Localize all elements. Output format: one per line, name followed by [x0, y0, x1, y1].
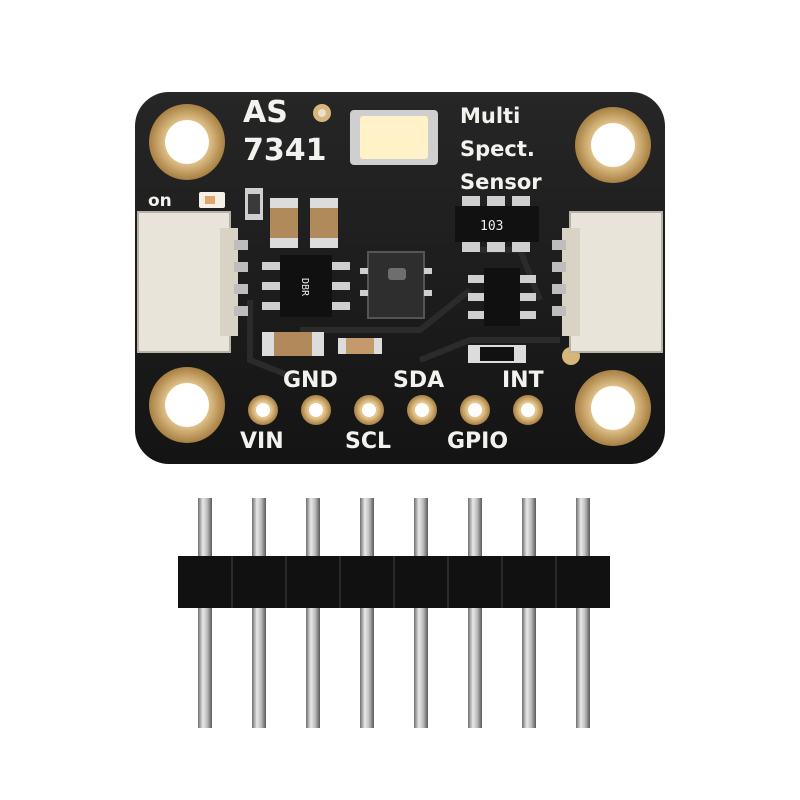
stemma-connector-left	[137, 211, 248, 353]
pin-label-gpio: GPIO	[447, 429, 508, 454]
pad-sda	[407, 395, 437, 425]
breakout-board: AS 7341 Multi Spect. Sensor on	[135, 92, 665, 464]
pad-scl	[354, 395, 384, 425]
pad-vin	[248, 395, 278, 425]
pin-label-int: INT	[502, 368, 544, 393]
white-led	[350, 110, 438, 165]
pin-header-strip	[178, 498, 610, 728]
pin-label-gnd: GND	[283, 368, 338, 393]
stemma-connector-right	[552, 211, 663, 353]
mounting-hole-bottom-right	[575, 370, 651, 446]
ic-marking: DBR	[299, 278, 310, 297]
capacitor-pair	[245, 188, 338, 248]
title-line2: Spect.	[460, 137, 535, 161]
pad-gpio	[460, 395, 490, 425]
chip-name-line1: AS	[243, 95, 288, 130]
pad-int	[513, 395, 543, 425]
pad-gnd	[301, 395, 331, 425]
mounting-hole-top-right	[575, 107, 651, 183]
pin-pads	[248, 395, 543, 425]
resistor-network: 103	[455, 196, 539, 252]
ic-level-shifter	[468, 268, 536, 326]
on-label: on	[148, 191, 172, 211]
header-dividers	[231, 556, 557, 608]
mounting-hole-bottom-left	[149, 367, 225, 443]
pin-label-sda: SDA	[393, 368, 444, 393]
pin-label-scl: SCL	[345, 429, 391, 454]
bottom-passives	[262, 332, 526, 363]
ic-regulator: DBR	[262, 255, 350, 317]
spectral-sensor-chip	[360, 251, 432, 319]
header-pins	[198, 498, 590, 728]
pin-label-vin: VIN	[240, 429, 284, 454]
title-line3: Sensor	[460, 170, 542, 194]
mounting-hole-top-left	[149, 104, 225, 180]
title-line1: Multi	[460, 104, 520, 128]
resistor-code: 103	[480, 219, 503, 234]
chip-name-line2: 7341	[243, 133, 327, 168]
